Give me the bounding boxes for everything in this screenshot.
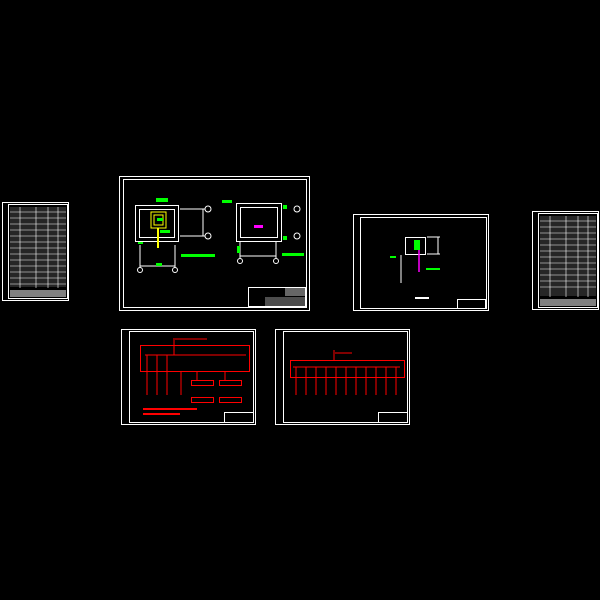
sheet-schedule-right[interactable]	[532, 211, 599, 310]
sheet-detail-plan[interactable]	[353, 214, 489, 311]
sheet-schematic-1[interactable]	[121, 329, 256, 425]
sheet-schematic-2[interactable]	[275, 329, 410, 425]
sheet-plan-sections[interactable]	[119, 176, 310, 311]
sheet-schedule-left[interactable]	[2, 202, 69, 301]
